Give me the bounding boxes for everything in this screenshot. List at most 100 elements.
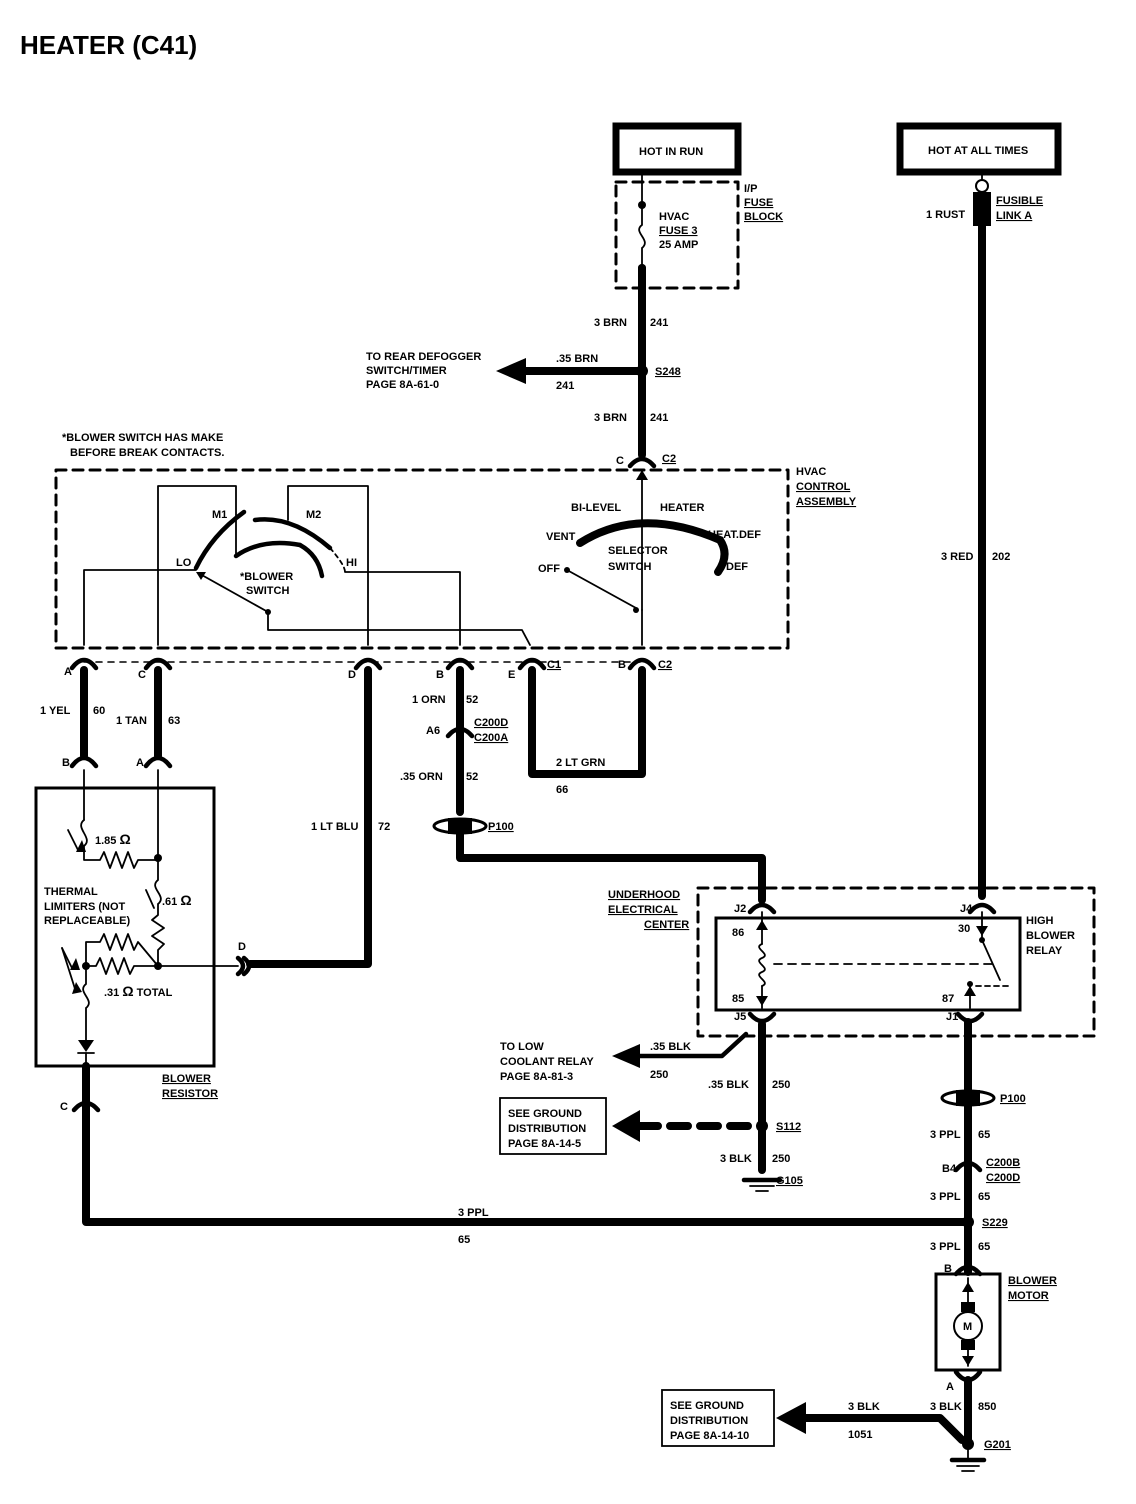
pin-label: 30 — [958, 923, 970, 935]
high-blower-relay-box — [714, 916, 1022, 1012]
hvac-label-1: HVAC — [796, 466, 826, 478]
pin-label: B — [436, 669, 444, 681]
ground-dist-1-label: PAGE 8A-14-5 — [508, 1138, 581, 1150]
blower-motor-box — [934, 1272, 1002, 1372]
wire-label: 241 — [556, 380, 574, 392]
pin-label: A — [946, 1381, 954, 1393]
wire-1051 — [796, 1414, 966, 1444]
underhood-label-2: ELECTRICAL — [608, 904, 678, 916]
motor-symbol: M — [963, 1321, 972, 1333]
wire-label: 3 BLK — [848, 1401, 880, 1413]
fuse-name: HVAC — [659, 211, 689, 223]
splice-label: S229 — [982, 1217, 1008, 1229]
fuse-block-label-1: I/P — [744, 183, 757, 195]
resistor-total-label: .31 Ω TOTAL — [104, 983, 173, 999]
blower-motor-label-2: MOTOR — [1008, 1290, 1049, 1302]
wire-label: 3 BRN — [594, 412, 627, 424]
pin-label: J2 — [734, 903, 746, 915]
pin-label: C — [616, 455, 624, 467]
resistor-network — [61, 769, 239, 1101]
connector-label: C2 — [662, 453, 676, 465]
connector-label: C200D — [474, 717, 508, 729]
wire-label: 52 — [466, 771, 478, 783]
ground-label: G105 — [776, 1175, 803, 1187]
wire-label: 3 BLK — [930, 1401, 962, 1413]
hot-at-all-times-box — [896, 122, 1062, 176]
heater-label: HEATER — [660, 502, 704, 514]
low-coolant-label-2: COOLANT RELAY — [500, 1056, 594, 1068]
wire-66 — [528, 666, 646, 778]
fuse-block-label-2: FUSE — [744, 197, 773, 209]
wire-label: 3 PPL — [930, 1241, 961, 1253]
ground-label: G201 — [984, 1439, 1011, 1451]
ground-dist-box-1 — [499, 1097, 607, 1155]
blower-resistor-box — [34, 786, 216, 1068]
connector-label: C200A — [474, 732, 508, 744]
ground-dist-2-label: PAGE 8A-14-10 — [670, 1430, 749, 1442]
hvac-label-2: CONTROL — [796, 481, 851, 493]
connector-label: P100 — [488, 821, 514, 833]
fuse-number: FUSE 3 — [659, 225, 698, 237]
note-line-1: *BLOWER SWITCH HAS MAKE — [62, 432, 223, 444]
relay-label-3: RELAY — [1026, 945, 1063, 957]
connector-c2-top — [627, 456, 657, 469]
wire-label: 65 — [978, 1241, 990, 1253]
wire-label: 65 — [458, 1234, 470, 1246]
ground-dist-1-label: DISTRIBUTION — [508, 1123, 586, 1135]
ground-dist-1-label: SEE GROUND — [508, 1108, 582, 1120]
hvac-control-assembly-outline — [54, 468, 790, 650]
wire-label: 72 — [378, 821, 390, 833]
splice-label: S112 — [776, 1121, 801, 1133]
splice-s229 — [962, 1216, 974, 1228]
selector-switch — [564, 519, 729, 646]
blower-resistor-label-2: RESISTOR — [162, 1088, 218, 1100]
wire-label: 250 — [772, 1079, 790, 1091]
fuse-block-outline — [614, 180, 740, 290]
wire-label: 3 BLK — [720, 1153, 752, 1165]
wire-label: 60 — [93, 705, 105, 717]
fusible-link — [973, 192, 991, 226]
arrow-to-defogger — [496, 358, 526, 384]
note-line-2: BEFORE BREAK CONTACTS. — [70, 447, 224, 459]
thermal-label-3: REPLACEABLE) — [44, 915, 131, 927]
wire-label: .35 ORN — [400, 771, 443, 783]
pin-label: B4 — [942, 1163, 957, 1175]
pin-label: 85 — [732, 993, 744, 1005]
splice-s112 — [756, 1120, 768, 1132]
blower-switch-label-2: SWITCH — [246, 585, 289, 597]
wire-label: 1 YEL — [40, 705, 71, 717]
wire-label: 3 PPL — [930, 1191, 961, 1203]
connector-label: C2 — [658, 659, 672, 671]
hot-at-all-times-label: HOT AT ALL TIMES — [928, 145, 1028, 157]
pin-label: E — [508, 669, 515, 681]
pin-label: J5 — [734, 1011, 746, 1023]
low-coolant-label-3: PAGE 8A-81-3 — [500, 1071, 573, 1083]
wire-label: 241 — [650, 412, 668, 424]
pin-label: J1 — [946, 1011, 958, 1023]
wire-label: 250 — [772, 1153, 790, 1165]
pin-label: 87 — [942, 993, 954, 1005]
fuse-symbol — [638, 204, 646, 269]
fuse-block-label-3: BLOCK — [744, 211, 783, 223]
pin-label: 86 — [732, 927, 744, 939]
ground-dist-2-label: DISTRIBUTION — [670, 1415, 748, 1427]
pin-label: A — [136, 757, 144, 769]
connector-row — [69, 657, 657, 671]
wire-label: 850 — [978, 1401, 996, 1413]
ground-g105-symbol — [741, 1177, 783, 1192]
defogger-label-3: PAGE 8A-61-0 — [366, 379, 439, 391]
lo-label: LO — [176, 557, 192, 569]
vent-label: VENT — [546, 531, 576, 543]
splice-label: S248 — [655, 366, 681, 378]
wire-65-main — [82, 1062, 972, 1226]
heatdef-label: HEAT.DEF — [708, 529, 761, 541]
fusible-link-label-2: LINK A — [996, 210, 1032, 222]
wire-label: 1 LT BLU — [311, 821, 359, 833]
wire-label: .35 BLK — [650, 1041, 691, 1053]
hot-in-run-label: HOT IN RUN — [639, 146, 703, 158]
blower-motor-label-1: BLOWER — [1008, 1275, 1057, 1287]
relay-label-2: BLOWER — [1026, 930, 1075, 942]
wire-label: 202 — [992, 551, 1010, 563]
ground-dist-box-2 — [661, 1389, 775, 1447]
